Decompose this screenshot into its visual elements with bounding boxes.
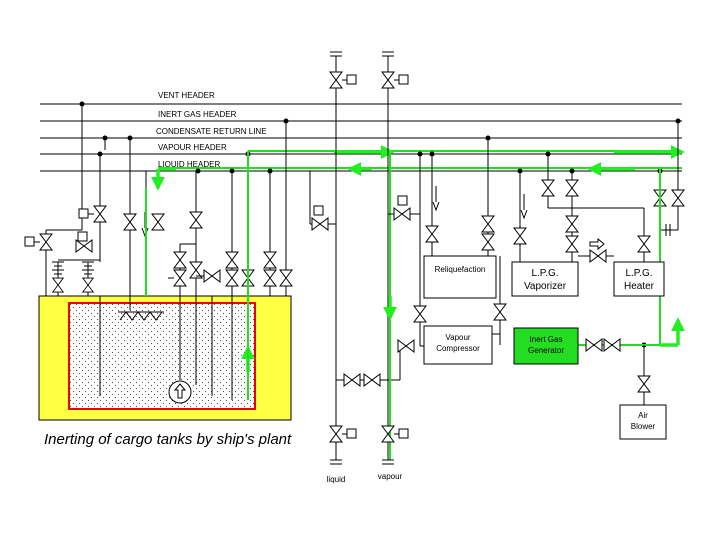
- diagram-caption: Inerting of cargo tanks by ship's plant: [44, 431, 292, 448]
- lpg-heater-label-2: Heater: [624, 281, 655, 292]
- lpg-vaporizer-label-2: Vaporizer: [524, 281, 567, 292]
- reliquefaction-group: [397, 138, 507, 353]
- lpg-pipework: [513, 121, 685, 345]
- lpg-heater-box: [613, 261, 665, 297]
- top-vent-stacks: [329, 51, 409, 390]
- vapour-header-label: VAPOUR HEADER: [158, 143, 227, 152]
- reliquefaction-label: Reliquefaction: [435, 265, 486, 274]
- inert-gas-header-label: INERT GAS HEADER: [158, 110, 237, 119]
- header-labels: VENT HEADER INERT GAS HEADER CONDENSATE …: [154, 89, 284, 169]
- vapour-compressor-label-2: Compressor: [436, 344, 480, 353]
- header-lines: [40, 103, 682, 172]
- crossover-pipework: [309, 154, 421, 465]
- reliquefaction-box: [423, 255, 497, 299]
- lpg-vaporizer-label-1: L.P.G.: [531, 268, 558, 279]
- air-blower-label-2: Blower: [631, 422, 656, 431]
- lpg-heater-label-1: L.P.G.: [625, 268, 652, 279]
- left-pipework: [24, 104, 149, 296]
- cargo-tank: [38, 295, 292, 421]
- vapour-compressor-box: [423, 325, 493, 365]
- liquid-outlet-label: liquid: [327, 475, 346, 484]
- junction-dots: [79, 101, 681, 348]
- vapour-compressor-label-1: Vapour: [445, 333, 471, 342]
- vent-header-label: VENT HEADER: [158, 91, 215, 100]
- inert-gas-generator-label-2: Generator: [528, 346, 564, 355]
- condensate-return-label: CONDENSATE RETURN LINE: [156, 127, 267, 136]
- vapour-outlet-label: vapour: [378, 472, 403, 481]
- inert-gas-generator-label-1: Inert Gas: [530, 335, 563, 344]
- liquid-header-label: LIQUID HEADER: [158, 160, 220, 169]
- inert-gas-generator-box: [513, 327, 579, 365]
- lpg-vaporizer-box: [511, 261, 579, 297]
- air-blower-label-1: Air: [638, 411, 648, 420]
- air-blower-box: [619, 404, 667, 440]
